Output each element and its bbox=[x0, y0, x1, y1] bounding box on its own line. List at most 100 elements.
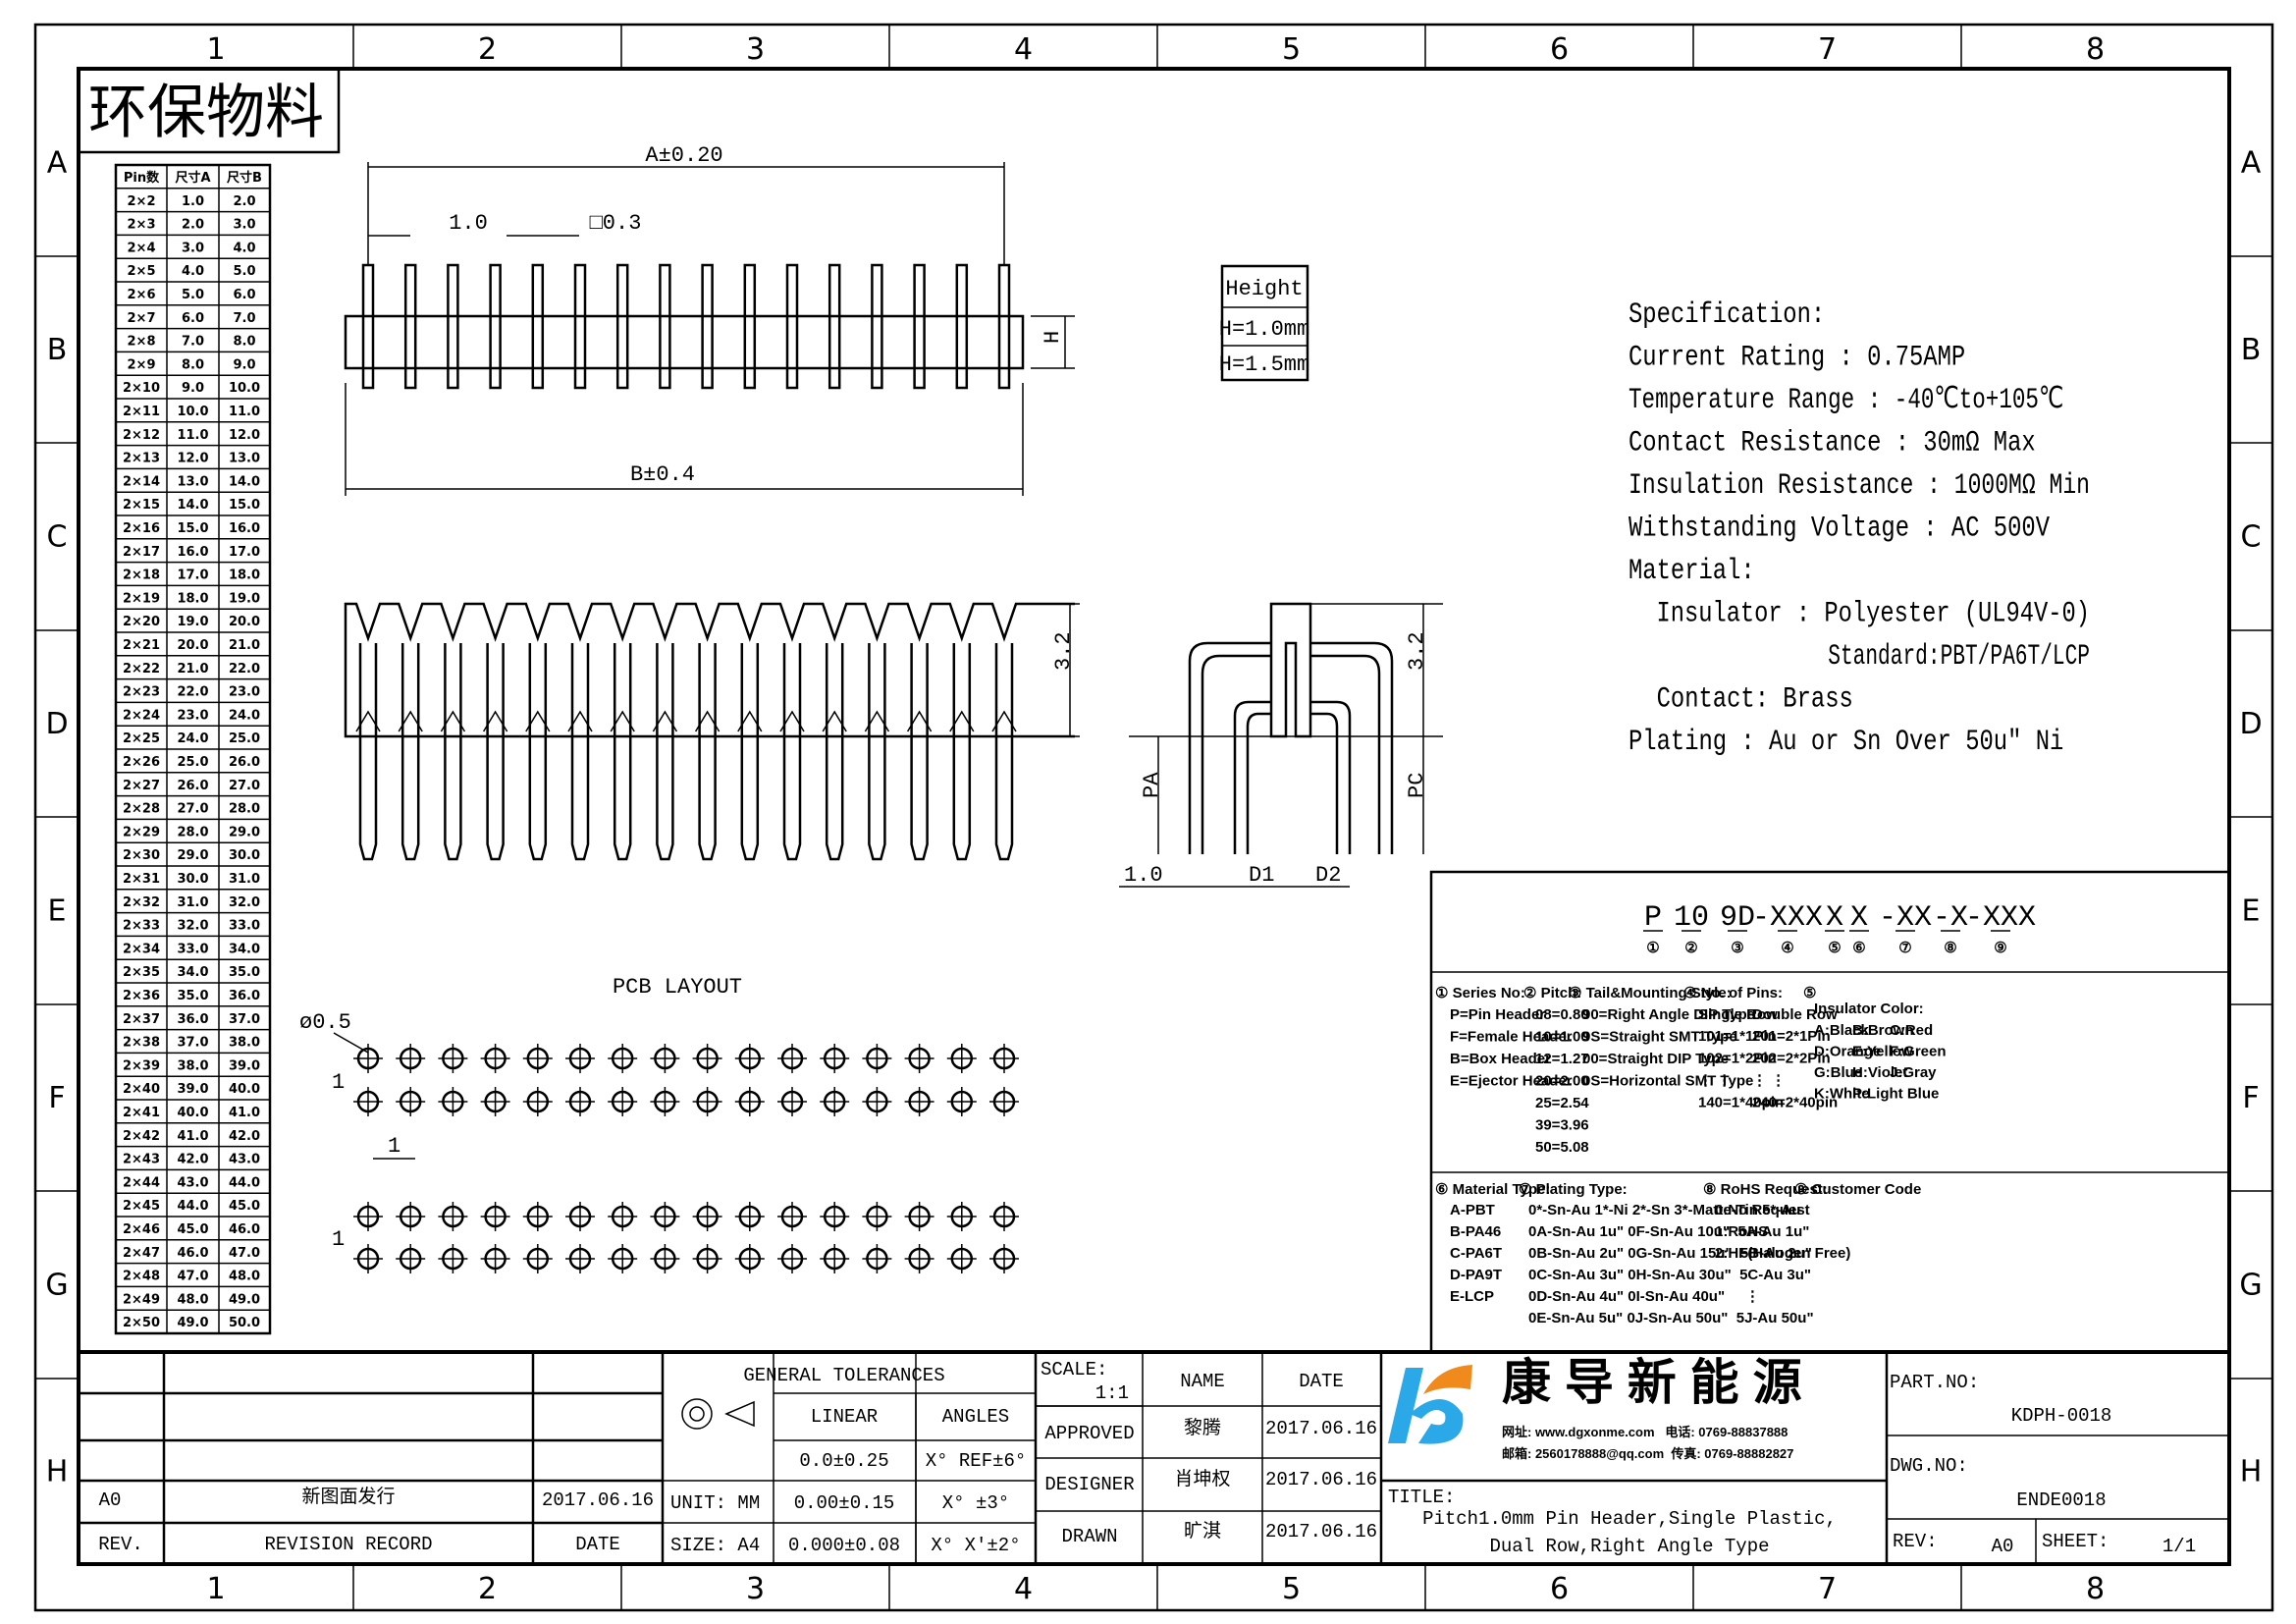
legend-text: C:Red bbox=[1890, 1022, 1933, 1039]
table-cell: 2×21 bbox=[123, 638, 160, 653]
zone-col-bottom: 2 bbox=[478, 1572, 497, 1606]
pcb-col-pitch: 1 bbox=[388, 1134, 400, 1159]
projection-symbol-icon bbox=[689, 1406, 705, 1422]
signoff-date: 2017.06.16 bbox=[1265, 1418, 1377, 1439]
table-cell: 29.0 bbox=[177, 848, 208, 863]
pin-tail bbox=[782, 643, 802, 861]
legend-text: E:Yellow bbox=[1852, 1044, 1913, 1060]
table-cell: 28.0 bbox=[177, 825, 208, 839]
table-cell: 2×5 bbox=[128, 264, 156, 279]
table-cell: 3.0 bbox=[233, 218, 255, 233]
linear-label: LINEAR bbox=[811, 1406, 878, 1428]
table-cell: 2×7 bbox=[128, 311, 156, 326]
dim-b-label: B±0.4 bbox=[630, 462, 695, 487]
pin-bend bbox=[694, 710, 721, 732]
height-option: H=1.0mm bbox=[1219, 317, 1309, 342]
table-cell: 5.0 bbox=[233, 264, 255, 279]
table-cell: 40.0 bbox=[229, 1082, 260, 1097]
pcb-row-pitch: 1 bbox=[332, 1070, 345, 1095]
table-cell: 9.0 bbox=[233, 357, 255, 372]
table-cell: 26.0 bbox=[177, 779, 208, 793]
table-cell: 2×40 bbox=[123, 1082, 160, 1097]
table-cell: 2×42 bbox=[123, 1129, 160, 1144]
legend-text: 0:No Request bbox=[1715, 1202, 1810, 1218]
revision-record-header: REVISION RECORD bbox=[264, 1534, 432, 1555]
table-cell: 2×43 bbox=[123, 1153, 160, 1167]
pin-tail bbox=[400, 643, 420, 861]
signoff-role: DRAWN bbox=[1061, 1526, 1117, 1547]
table-cell: 2×16 bbox=[123, 521, 160, 536]
table-cell: 46.0 bbox=[229, 1222, 260, 1237]
pin-tail bbox=[825, 643, 844, 861]
pin-bend bbox=[567, 710, 593, 732]
scale-value: 1:1 bbox=[1095, 1382, 1129, 1404]
part-code-segment: X bbox=[1826, 901, 1843, 935]
signoff-role: DESIGNER bbox=[1044, 1474, 1134, 1495]
table-cell: 20.0 bbox=[177, 638, 208, 653]
legend-text: H:Violet bbox=[1852, 1064, 1907, 1081]
table-cell: 10.0 bbox=[229, 381, 260, 396]
table-cell: 25.0 bbox=[177, 755, 208, 770]
outer-pin-right bbox=[1310, 641, 1394, 854]
legend-title: ② Pitch: bbox=[1523, 985, 1581, 1001]
table-cell: 2×39 bbox=[123, 1058, 160, 1073]
angle-tolerance: X° X'±2° bbox=[931, 1535, 1020, 1556]
table-cell: 12.0 bbox=[177, 452, 208, 466]
part-code-segment: X bbox=[1850, 901, 1868, 935]
specification-block: Specification:Current Rating : 0.75AMPTe… bbox=[1629, 298, 2090, 759]
legend-title: ⑤ bbox=[1803, 985, 1816, 1001]
table-cell: 43.0 bbox=[229, 1153, 260, 1167]
spec-line: Plating : Au or Sn Over 50u" Ni bbox=[1629, 726, 2063, 759]
table-cell: 23.0 bbox=[177, 708, 208, 723]
table-cell: 13.0 bbox=[229, 452, 260, 466]
table-cell: 8.0 bbox=[233, 335, 255, 350]
table-cell: 5.0 bbox=[182, 288, 204, 302]
zone-row-left: H bbox=[46, 1455, 69, 1489]
legend-text: C-PA6T bbox=[1450, 1245, 1502, 1262]
table-cell: 50.0 bbox=[229, 1316, 260, 1330]
pin-bend bbox=[779, 710, 805, 732]
table-cell: 34.0 bbox=[177, 965, 208, 980]
table-cell: 2.0 bbox=[182, 218, 204, 233]
pin-tail bbox=[570, 643, 590, 861]
spec-line: Temperature Range : -40℃to+105℃ bbox=[1629, 384, 2063, 417]
table-cell: 33.0 bbox=[229, 919, 260, 934]
inner-frame bbox=[77, 67, 2231, 1566]
zone-col-bottom: 3 bbox=[746, 1572, 765, 1606]
table-cell: 2×49 bbox=[123, 1292, 160, 1307]
table-cell: 2×41 bbox=[123, 1106, 160, 1120]
table-cell: 47.0 bbox=[229, 1246, 260, 1261]
profile-view-drawing: 3.2 PC PA 1.0 D1 D2 bbox=[1119, 602, 1443, 888]
pin-bend bbox=[355, 710, 381, 732]
table-cell: 44.0 bbox=[177, 1199, 208, 1214]
table-cell: 22.0 bbox=[177, 685, 208, 700]
table-cell: 48.0 bbox=[177, 1292, 208, 1307]
table-cell: 2×35 bbox=[123, 965, 160, 980]
table-cell: 2×37 bbox=[123, 1012, 160, 1027]
housing-profile bbox=[1269, 602, 1312, 738]
table-cell: 2×8 bbox=[128, 335, 156, 350]
table-cell: 24.0 bbox=[229, 708, 260, 723]
pin bbox=[997, 263, 1011, 390]
table-cell: 2×46 bbox=[123, 1222, 160, 1237]
table-cell: 29.0 bbox=[229, 825, 260, 839]
table-cell: 46.0 bbox=[177, 1246, 208, 1261]
table-cell: 36.0 bbox=[229, 989, 260, 1003]
table-cell: 42.0 bbox=[177, 1153, 208, 1167]
table-cell: 2×27 bbox=[123, 779, 160, 793]
table-cell: 30.0 bbox=[229, 848, 260, 863]
pin-bend bbox=[737, 710, 763, 732]
table-cell: 35.0 bbox=[229, 965, 260, 980]
signoff-date: 2017.06.16 bbox=[1265, 1521, 1377, 1543]
table-cell: 2×36 bbox=[123, 989, 160, 1003]
table-cell: 18.0 bbox=[177, 591, 208, 606]
table-cell: 17.0 bbox=[229, 545, 260, 560]
drawing-title: Dual Row,Right Angle Type bbox=[1489, 1536, 1769, 1557]
name-header: NAME bbox=[1180, 1371, 1225, 1392]
legend-text: 10=1.00 bbox=[1535, 1029, 1589, 1046]
part-code-segment: -XX bbox=[1879, 901, 1932, 935]
table-cell: 2×47 bbox=[123, 1246, 160, 1261]
table-cell: 2×38 bbox=[123, 1036, 160, 1051]
table-cell: 13.0 bbox=[177, 474, 208, 489]
table-cell: 44.0 bbox=[229, 1175, 260, 1190]
